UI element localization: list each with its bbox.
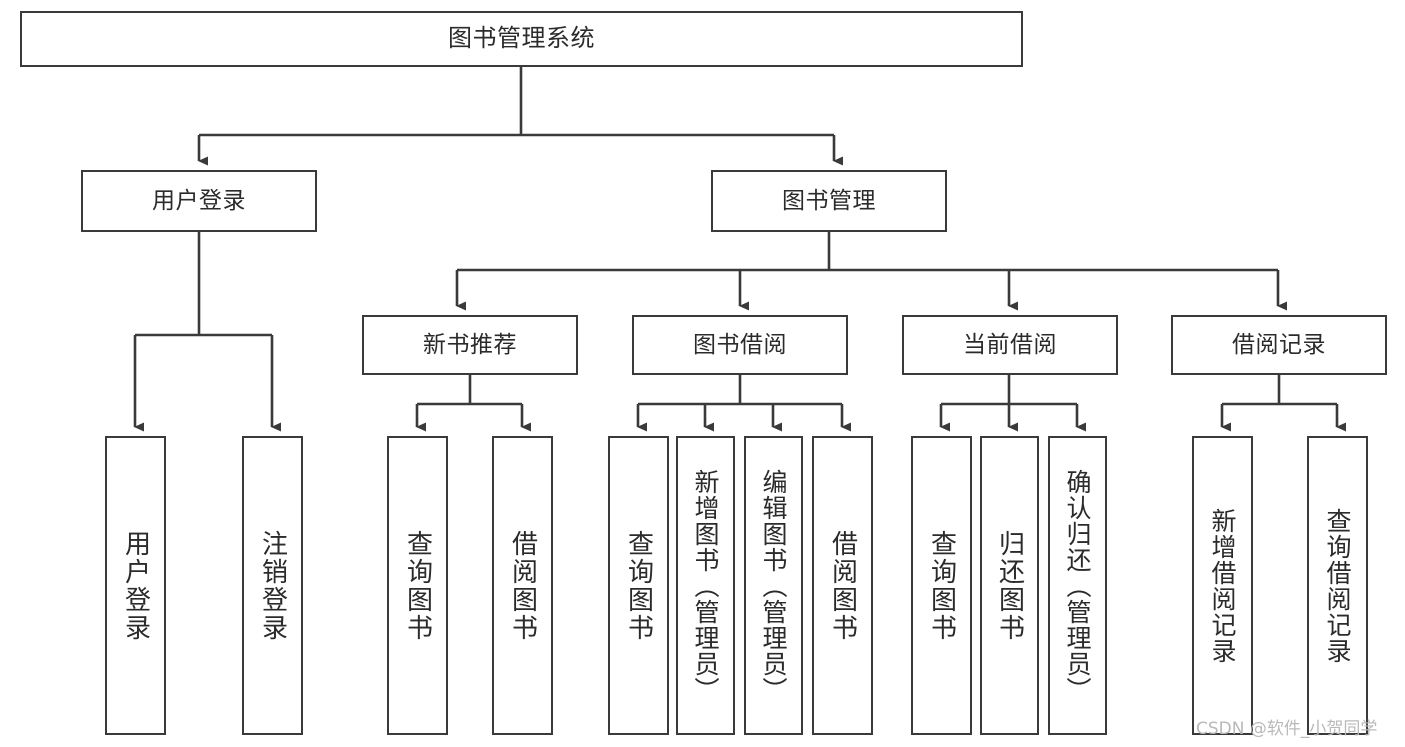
leaf-new-book-query[interactable]: 查询图书 [387, 436, 448, 735]
node-book-borrow[interactable]: 图书借阅 [632, 315, 848, 375]
leaf-borrow-record-add[interactable]: 新增借阅记录 [1192, 436, 1253, 735]
leaf-book-borrow-add[interactable]: 新增图书（管理员） [676, 436, 735, 735]
node-label: 新增图书（管理员） [691, 468, 720, 703]
node-label: 查询图书 [623, 529, 654, 642]
node-label: 当前借阅 [963, 331, 1057, 358]
leaf-current-borrow-confirm[interactable]: 确认归还（管理员） [1048, 436, 1107, 735]
node-label: 图书管理系统 [448, 24, 595, 53]
leaf-book-borrow-edit[interactable]: 编辑图书（管理员） [744, 436, 803, 735]
leaf-user-login-signin[interactable]: 用户登录 [105, 436, 166, 735]
node-label: 借阅图书 [507, 529, 538, 642]
node-label: 用户登录 [120, 529, 151, 642]
node-label: 确认归还（管理员） [1063, 468, 1092, 703]
node-label: 新书推荐 [423, 331, 517, 358]
node-root-system[interactable]: 图书管理系统 [20, 11, 1023, 67]
node-label: 查询借阅记录 [1323, 507, 1352, 664]
node-label: 新增借阅记录 [1208, 507, 1237, 664]
node-label: 借阅图书 [827, 529, 858, 642]
leaf-current-borrow-return[interactable]: 归还图书 [980, 436, 1039, 735]
node-label: 借阅记录 [1232, 331, 1326, 358]
leaf-book-borrow-lend[interactable]: 借阅图书 [812, 436, 873, 735]
node-label: 编辑图书（管理员） [759, 468, 788, 703]
node-book-management[interactable]: 图书管理 [711, 170, 947, 232]
node-new-book-recommend[interactable]: 新书推荐 [362, 315, 578, 375]
node-label: 查询图书 [402, 529, 433, 642]
node-label: 图书管理 [782, 187, 876, 214]
leaf-user-login-signout[interactable]: 注销登录 [242, 436, 303, 735]
node-label: 注销登录 [257, 529, 288, 642]
leaf-borrow-record-query[interactable]: 查询借阅记录 [1307, 436, 1368, 735]
node-user-login[interactable]: 用户登录 [81, 170, 317, 232]
node-current-borrow[interactable]: 当前借阅 [902, 315, 1118, 375]
node-borrow-record[interactable]: 借阅记录 [1171, 315, 1387, 375]
leaf-book-borrow-query[interactable]: 查询图书 [608, 436, 669, 735]
csdn-watermark: CSDN @软件_小贺同学 [1196, 719, 1378, 739]
node-label: 用户登录 [152, 187, 246, 214]
node-label: 图书借阅 [693, 331, 787, 358]
node-label: 归还图书 [994, 529, 1025, 642]
leaf-current-borrow-query[interactable]: 查询图书 [911, 436, 972, 735]
leaf-new-book-borrow[interactable]: 借阅图书 [492, 436, 553, 735]
node-label: 查询图书 [926, 529, 957, 642]
